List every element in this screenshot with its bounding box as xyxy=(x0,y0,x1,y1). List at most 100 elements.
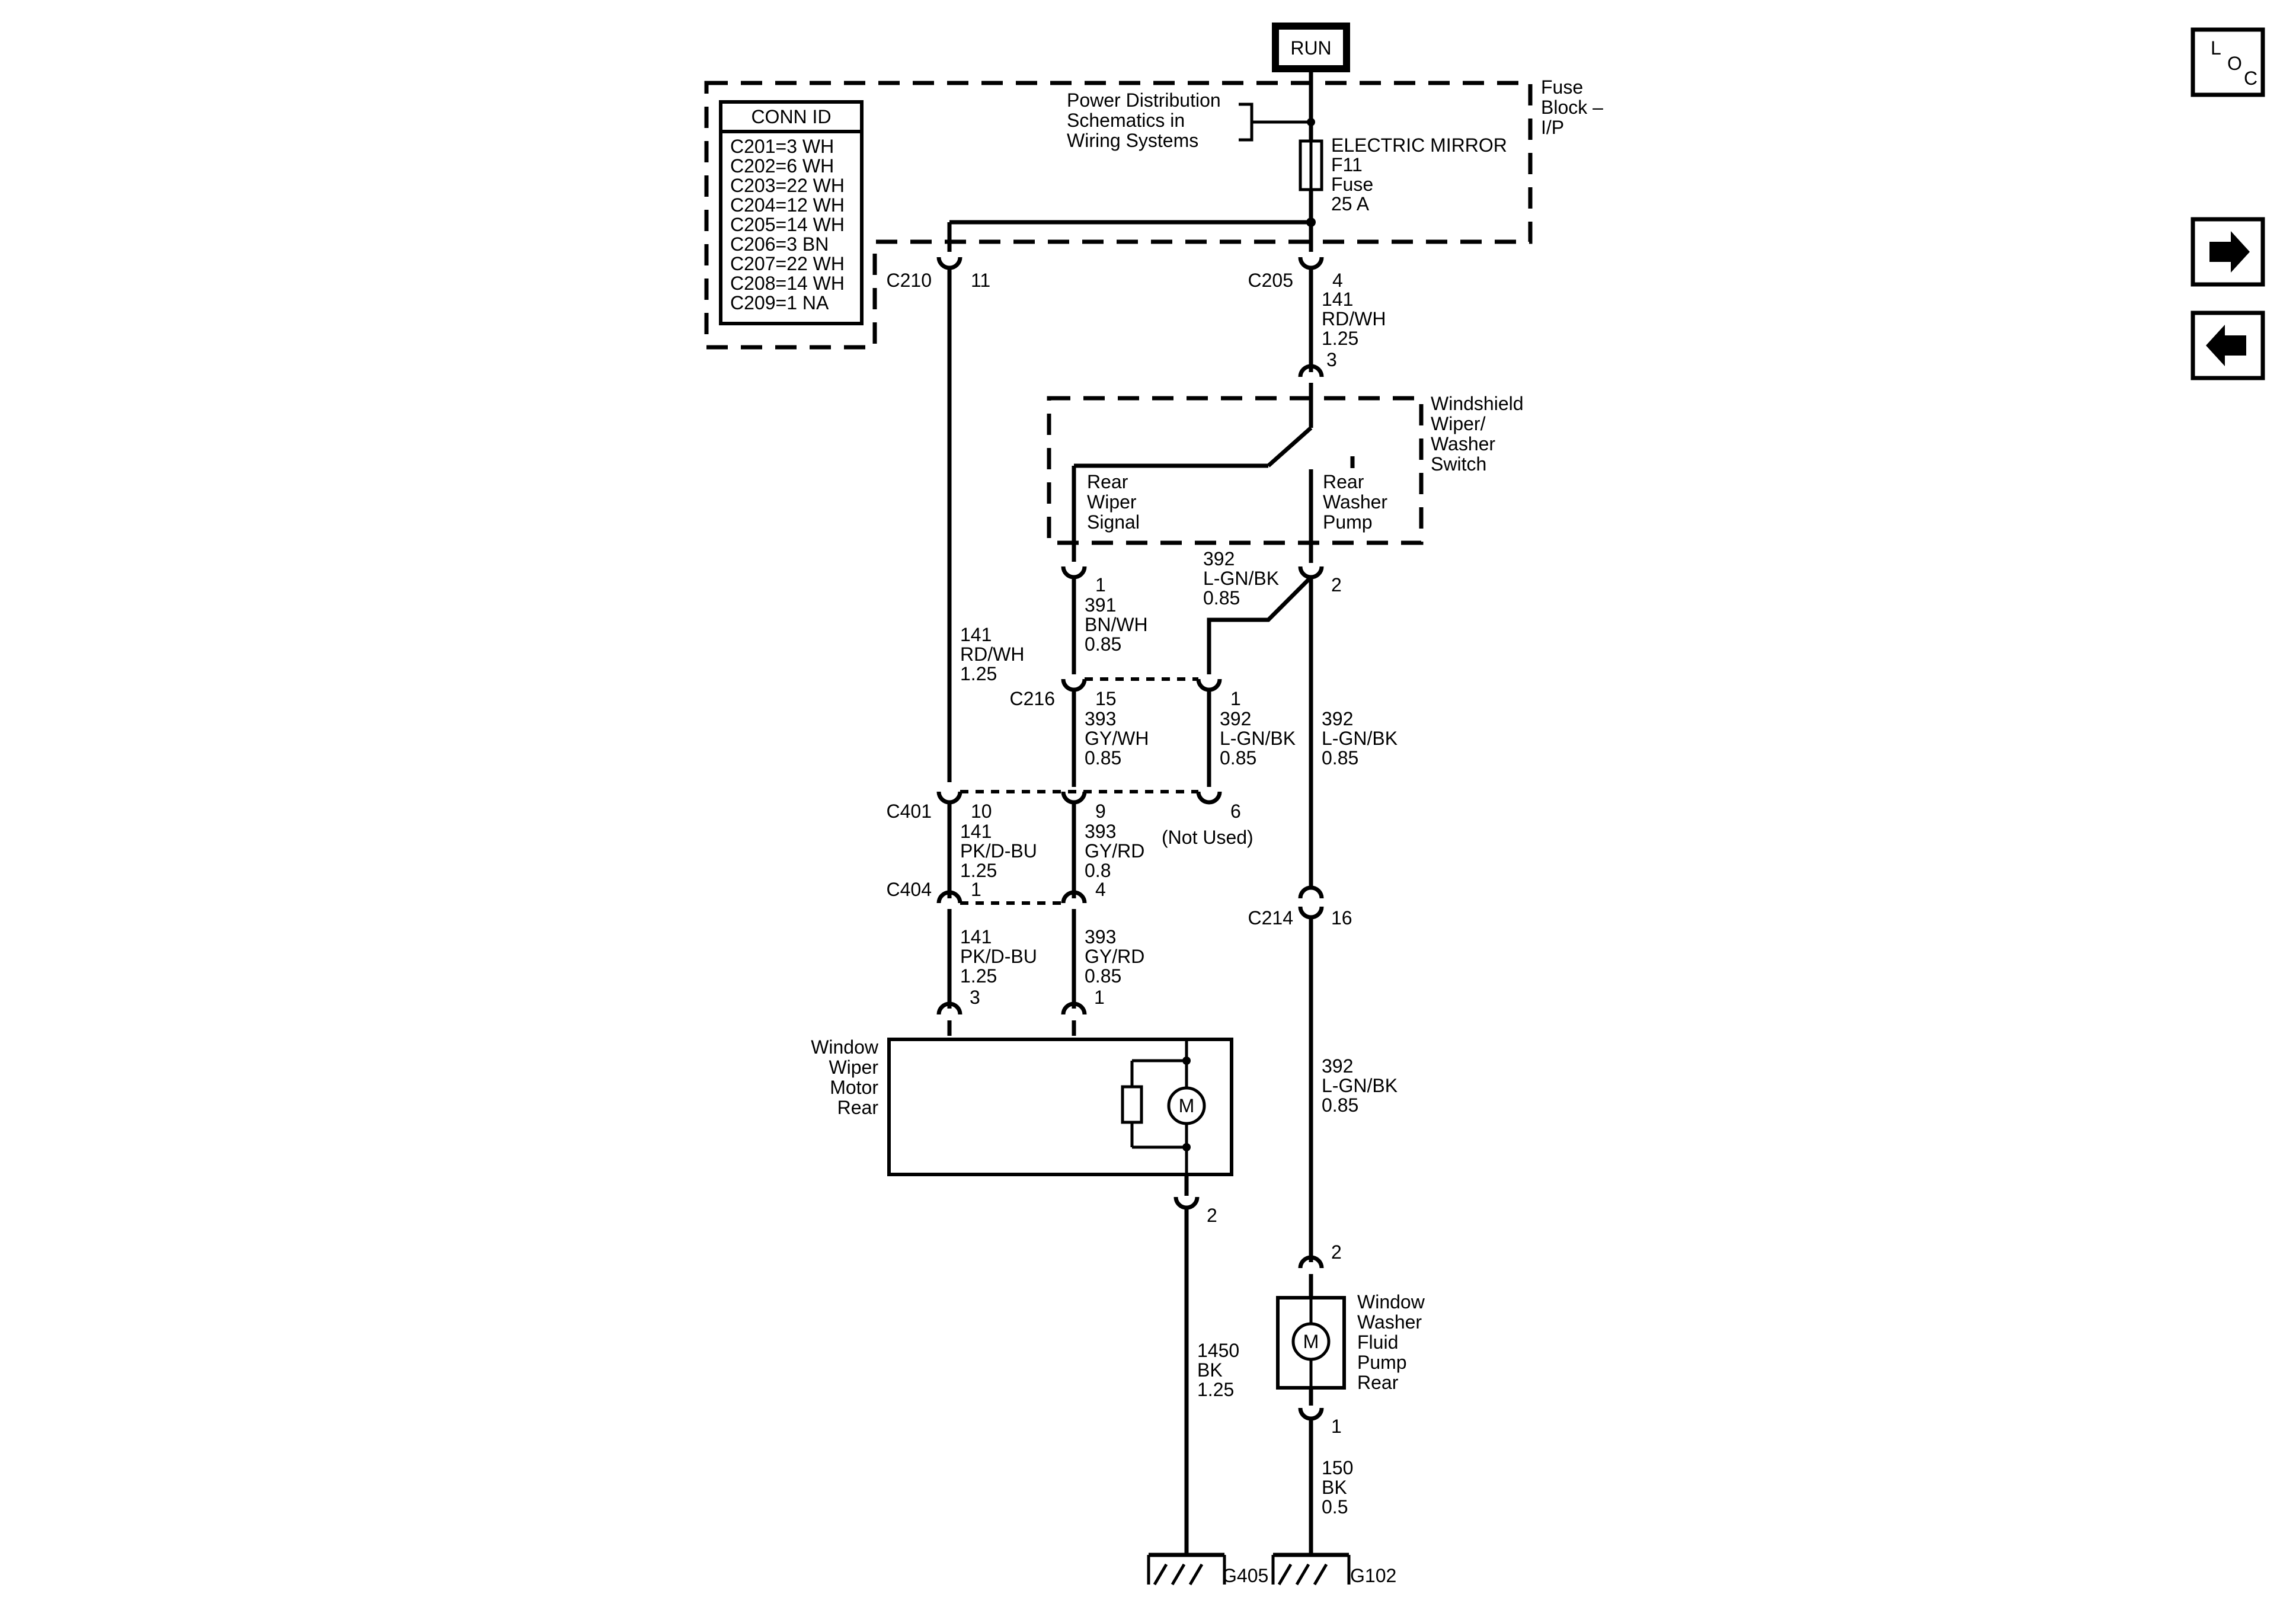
ground-g405-symbol xyxy=(1147,1553,1226,1586)
window-wiper-motor-rear: M xyxy=(887,1038,1233,1179)
fuse-f11: ELECTRIC MIRROR F11 Fuse 25 A xyxy=(1299,135,1507,215)
svg-text:RD/WH: RD/WH xyxy=(1322,308,1386,329)
svg-text:PK/D-BU: PK/D-BU xyxy=(960,946,1037,967)
svg-text:BN/WH: BN/WH xyxy=(1085,614,1148,635)
conn-id-item: C205=14 WH xyxy=(730,214,845,235)
svg-text:Washer: Washer xyxy=(1431,433,1495,454)
svg-text:GY/RD: GY/RD xyxy=(1085,840,1144,862)
svg-text:BK: BK xyxy=(1322,1477,1347,1498)
ground-g102-symbol xyxy=(1271,1553,1351,1586)
conn-id-title: CONN ID xyxy=(751,106,831,127)
svg-text:Pump: Pump xyxy=(1357,1352,1407,1373)
svg-text:141: 141 xyxy=(960,821,992,842)
svg-text:Rear: Rear xyxy=(1323,471,1364,492)
svg-text:Schematics in: Schematics in xyxy=(1067,110,1185,131)
c216-label: C216 xyxy=(1010,688,1056,709)
svg-text:25 A: 25 A xyxy=(1331,193,1370,215)
run-label: RUN xyxy=(1290,37,1331,59)
motor-pin2-connector xyxy=(1173,1196,1200,1210)
svg-text:L-GN/BK: L-GN/BK xyxy=(1203,568,1279,589)
window-wiper-motor-label: Window Wiper Motor Rear xyxy=(811,1036,879,1118)
svg-text:Wiring Systems: Wiring Systems xyxy=(1067,130,1198,151)
svg-text:0.85: 0.85 xyxy=(1322,747,1358,769)
svg-text:M: M xyxy=(1179,1095,1195,1116)
svg-text:393: 393 xyxy=(1085,821,1116,842)
conn-id-table: CONN ID C201=3 WH C202=6 WH C203=22 WH C… xyxy=(719,100,864,325)
forward-button[interactable] xyxy=(2191,217,2265,287)
svg-text:L-GN/BK: L-GN/BK xyxy=(1220,728,1296,749)
c205-pin: 4 xyxy=(1332,270,1343,291)
svg-text:GY/WH: GY/WH xyxy=(1085,728,1149,749)
svg-text:Window: Window xyxy=(811,1036,879,1058)
c205-label: C205 xyxy=(1248,270,1294,291)
connector-c404-pin4 xyxy=(1061,890,1087,904)
svg-text:392: 392 xyxy=(1322,708,1353,729)
svg-text:Block –: Block – xyxy=(1541,97,1603,118)
svg-text:BK: BK xyxy=(1197,1359,1223,1381)
svg-text:141: 141 xyxy=(960,926,992,948)
rear-wiper-signal-label: Rear Wiper Signal xyxy=(1087,471,1140,533)
svg-text:Washer: Washer xyxy=(1357,1311,1422,1333)
back-button[interactable] xyxy=(2191,311,2265,380)
svg-text:0.8: 0.8 xyxy=(1085,860,1111,881)
svg-text:Wiper/: Wiper/ xyxy=(1431,413,1486,434)
c404-pin4: 4 xyxy=(1095,879,1106,900)
svg-text:Wiper: Wiper xyxy=(829,1057,878,1078)
switch-pin1: 1 xyxy=(1095,574,1106,596)
svg-text:Motor: Motor xyxy=(830,1077,878,1098)
svg-text:PK/D-BU: PK/D-BU xyxy=(960,840,1037,862)
c210-pin: 11 xyxy=(971,270,990,291)
run-power-source: RUN xyxy=(1272,23,1350,141)
motor-pin2: 2 xyxy=(1207,1205,1217,1226)
wire-141-pkdbu-b: 141 PK/D-BU 1.25 xyxy=(960,926,1037,987)
c401-pin9: 9 xyxy=(1095,801,1106,822)
fuse-block-label: Fuse Block – I/P xyxy=(1541,76,1603,138)
loc-letter-o: O xyxy=(2227,53,2242,74)
ground-g405-label: G405 xyxy=(1222,1565,1268,1586)
wire-392-lgnbk-mid: 392 L-GN/BK 0.85 xyxy=(1220,708,1296,769)
svg-text:0.85: 0.85 xyxy=(1203,587,1240,609)
loc-button[interactable]: L O C xyxy=(2191,27,2265,97)
conn-id-item: C209=1 NA xyxy=(730,292,829,313)
svg-text:0.85: 0.85 xyxy=(1322,1094,1358,1116)
svg-text:141: 141 xyxy=(960,624,992,645)
c401-pin6: 6 xyxy=(1230,801,1241,822)
conn-id-item: C202=6 WH xyxy=(730,155,834,177)
arrow-right-icon xyxy=(2209,231,2250,273)
svg-text:393: 393 xyxy=(1085,926,1116,948)
svg-text:Rear: Rear xyxy=(1357,1372,1399,1393)
motor-pin1-connector xyxy=(1061,1001,1087,1015)
switch-pin2-connector xyxy=(1298,566,1324,580)
loc-letter-l: L xyxy=(2211,37,2221,59)
svg-text:1.25: 1.25 xyxy=(960,965,997,987)
svg-text:L-GN/BK: L-GN/BK xyxy=(1322,728,1398,749)
conn-id-item: C208=14 WH xyxy=(730,273,845,294)
conn-id-item: C204=12 WH xyxy=(730,194,845,216)
ground-g102-label: G102 xyxy=(1350,1565,1396,1586)
svg-text:1450: 1450 xyxy=(1197,1340,1239,1361)
svg-text:392: 392 xyxy=(1322,1055,1353,1077)
switch-contacts xyxy=(1072,403,1355,563)
conn-id-item: C203=22 WH xyxy=(730,175,845,196)
motor-pin3: 3 xyxy=(970,987,980,1008)
svg-text:392: 392 xyxy=(1203,548,1235,569)
c214-pin: 16 xyxy=(1331,907,1352,929)
connector-c214-bottom xyxy=(1298,906,1324,920)
connector-c401-pin10 xyxy=(936,791,962,805)
fuse-label: ELECTRIC MIRROR xyxy=(1331,135,1507,156)
svg-text:L-GN/BK: L-GN/BK xyxy=(1322,1075,1398,1096)
c404-label: C404 xyxy=(887,879,932,900)
svg-text:Wiper: Wiper xyxy=(1087,491,1137,513)
svg-text:RD/WH: RD/WH xyxy=(960,644,1024,665)
svg-text:0.5: 0.5 xyxy=(1322,1496,1348,1518)
svg-text:150: 150 xyxy=(1322,1457,1353,1478)
wire-393-gyrd-a: 393 GY/RD 0.8 xyxy=(1085,821,1144,881)
svg-text:Power Distribution: Power Distribution xyxy=(1067,89,1221,111)
svg-text:1.25: 1.25 xyxy=(1197,1379,1234,1400)
window-washer-fluid-pump-rear: M xyxy=(1276,1296,1346,1390)
svg-text:0.85: 0.85 xyxy=(1085,747,1121,769)
svg-text:0.85: 0.85 xyxy=(1085,633,1121,655)
svg-text:Rear: Rear xyxy=(1087,471,1128,492)
switch-pin1-connector xyxy=(1061,566,1087,580)
